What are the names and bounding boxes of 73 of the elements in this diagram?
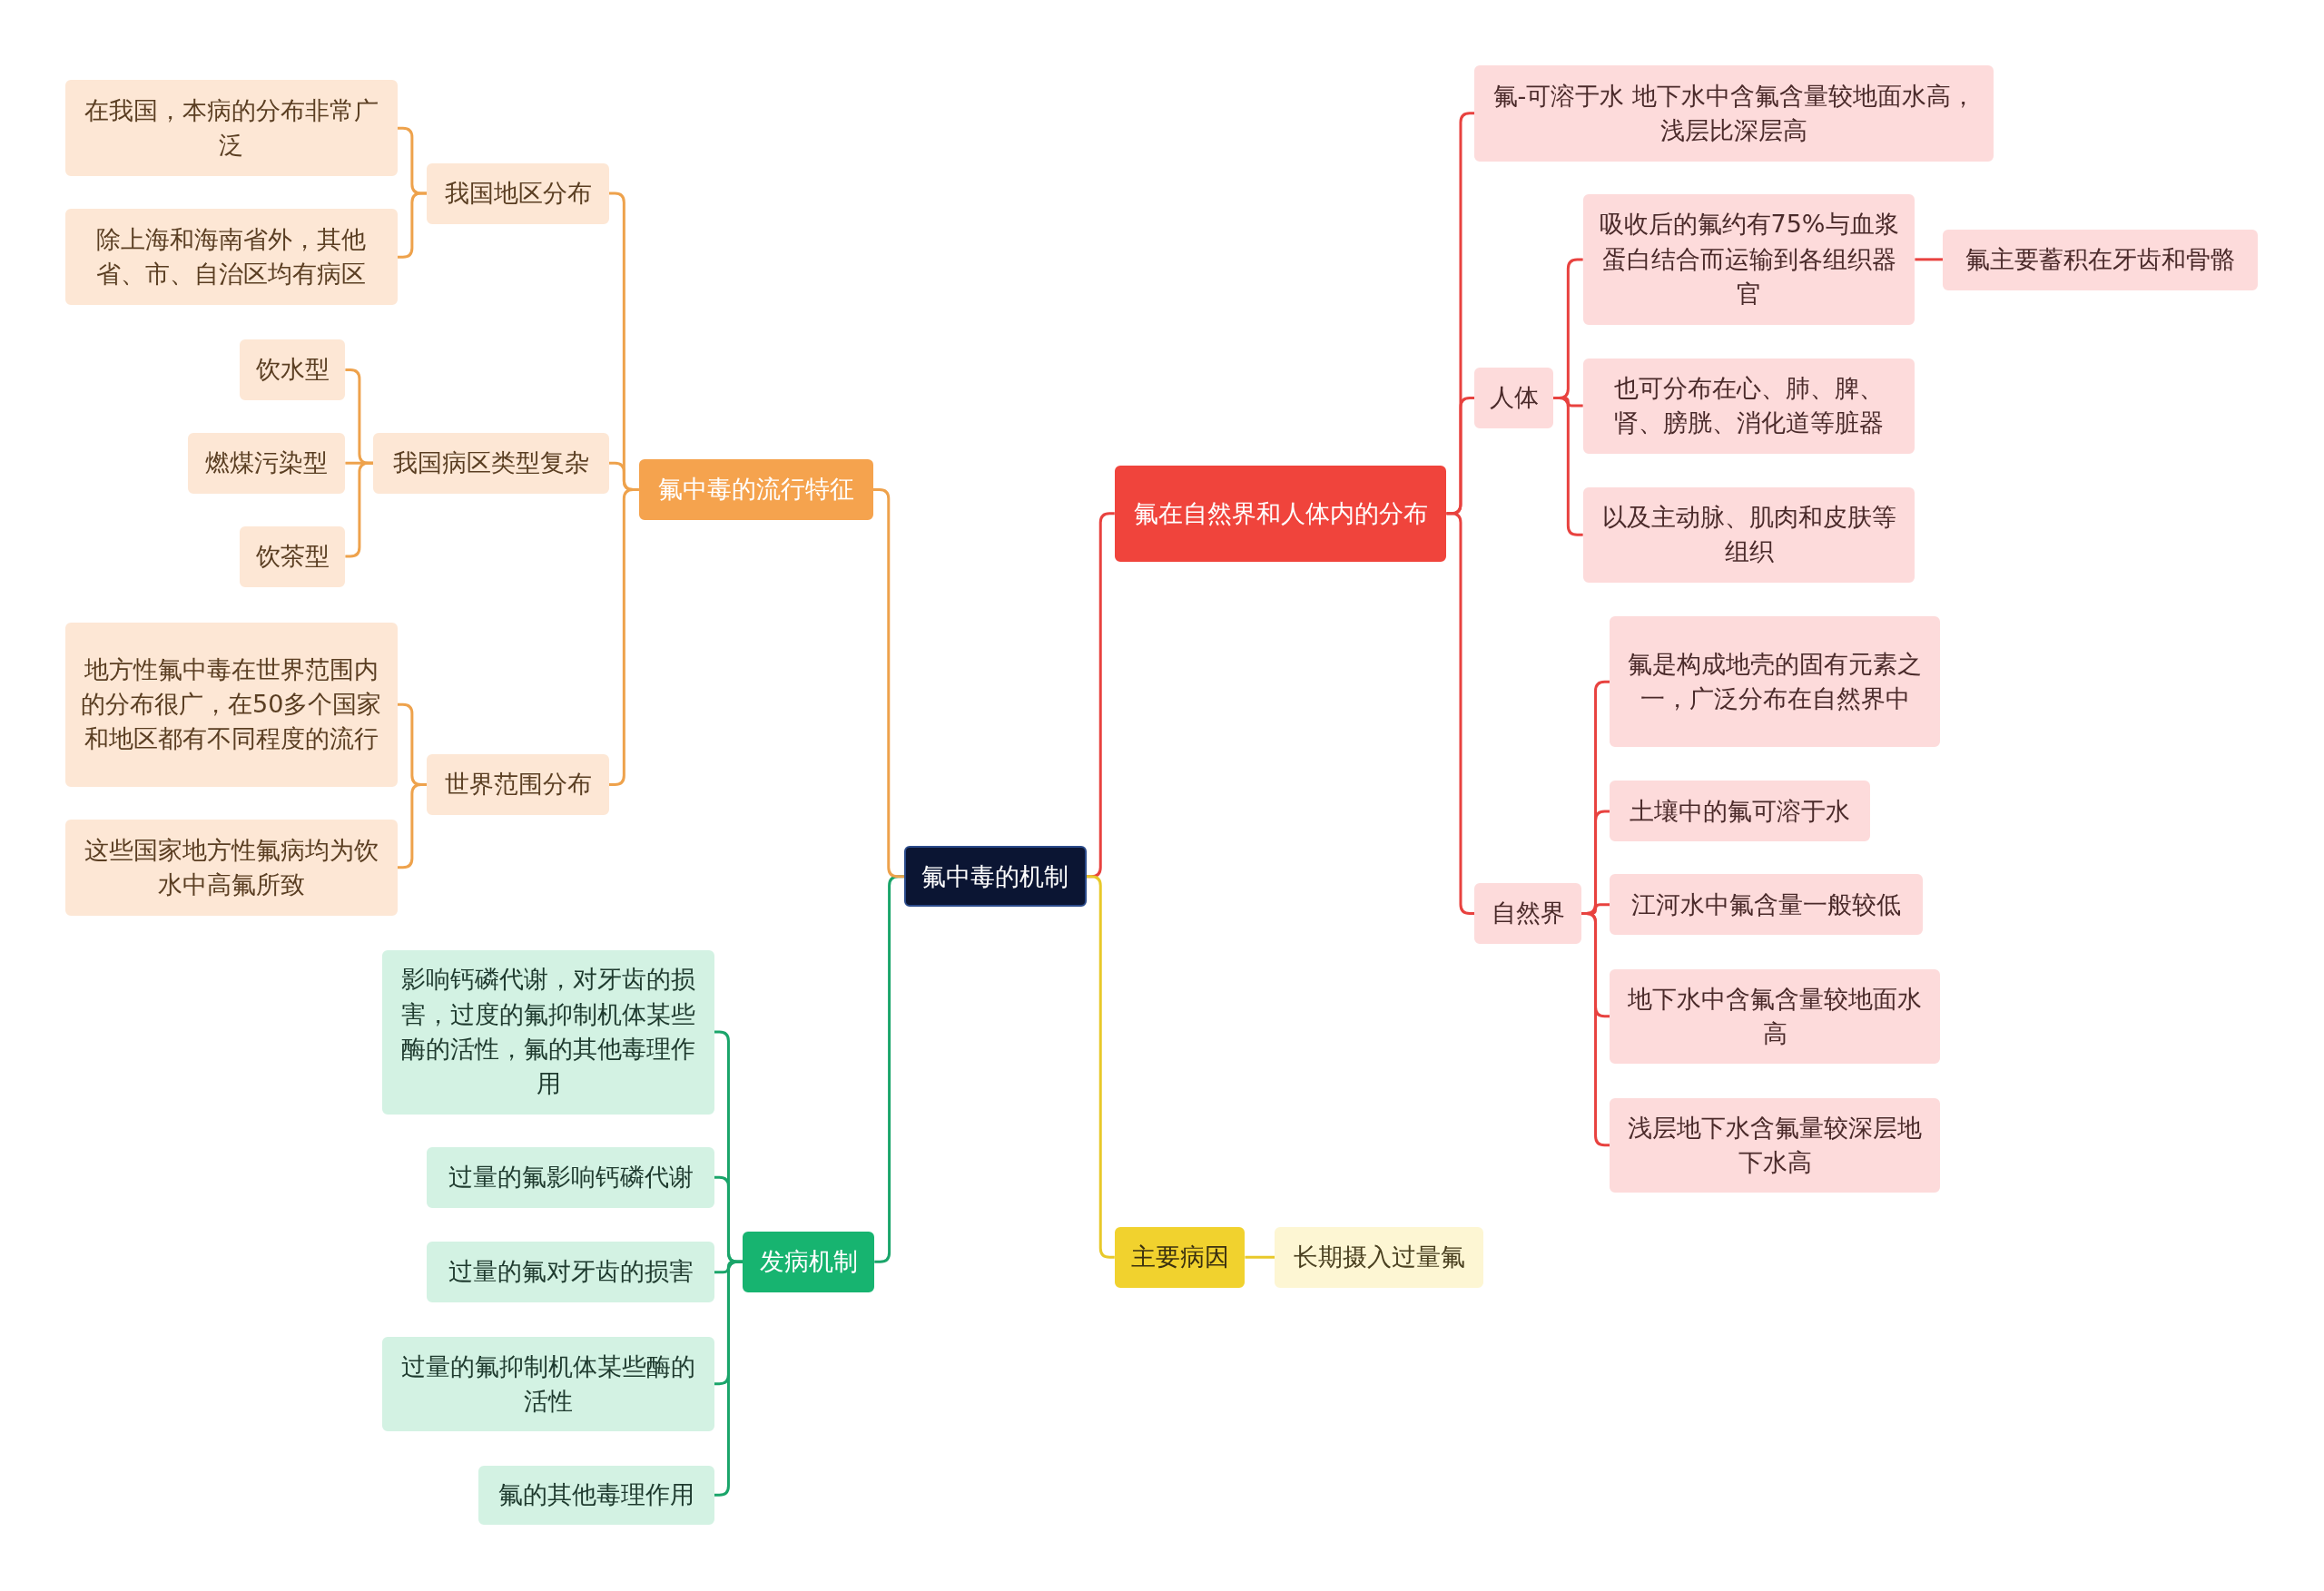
topic-text: 人体 — [1489, 382, 1539, 414]
topic-text: 江河水中氟含量一般较低 — [1630, 889, 1901, 920]
connector-line — [609, 488, 639, 786]
connector-line — [397, 192, 428, 259]
topic-text: 氟中毒的流行特征 — [657, 474, 854, 506]
topic-text: 饮水型 — [255, 354, 330, 386]
topic-text: 过量的氟抑制机体某些酶的活性 — [400, 1350, 697, 1417]
subtopic-box — [427, 1242, 714, 1303]
topic-text: 土壤中的氟可溶于水 — [1630, 795, 1851, 827]
topic-text: 地下水中含氟含量较地面水高 — [1627, 983, 1924, 1049]
subtopic-box — [1582, 487, 1915, 583]
main-topic-box — [1114, 1226, 1246, 1288]
topic-text: 燃煤污染型 — [205, 447, 329, 479]
main-topic-box — [1114, 465, 1447, 562]
topic-text: 地方性氟中毒在世界范围内的分布很广，在50多个国家和地区都有不同程度的流行 — [80, 653, 383, 755]
connector-line — [397, 783, 428, 869]
topic-text: 也可分布在心、肺、脾、肾、膀胱、消化道等脏器 — [1613, 373, 1885, 439]
topic-text: 吸收后的氟约有75%与血浆蛋白结合而运输到各组织器官 — [1598, 209, 1900, 309]
subtopic-box — [1610, 616, 1941, 747]
subtopic-box — [427, 1146, 714, 1208]
central-topic-box — [903, 846, 1087, 908]
topic-text: 以及主动脉、肌肉和皮肤等组织 — [1600, 502, 1897, 568]
subtopic-box — [373, 432, 609, 494]
subtopic-box — [382, 1336, 714, 1432]
subtopic-box — [1943, 230, 2258, 290]
subtopic-box — [1582, 358, 1915, 454]
topic-text: 这些国家地方性氟病均为饮水中高氟所致 — [83, 834, 379, 900]
subtopic-box — [427, 754, 609, 815]
connector-line — [1915, 258, 1944, 261]
subtopic-box — [64, 80, 398, 177]
topic-text: 主要病因 — [1130, 1242, 1229, 1273]
subtopic-box — [1610, 874, 1923, 936]
topic-text: 饮茶型 — [255, 540, 330, 572]
topic-text: 氟的其他毒理作用 — [498, 1479, 695, 1511]
subtopic-box — [240, 525, 346, 587]
subtopic-box — [427, 162, 609, 224]
topic-text: 我国地区分布 — [444, 177, 592, 209]
topic-text: 我国病区类型复杂 — [393, 447, 590, 479]
topic-text: 过量的氟对牙齿的损害 — [448, 1256, 694, 1288]
topic-text: 氟中毒的机制 — [921, 860, 1069, 892]
topic-text: 在我国，本病的分布非常广泛 — [83, 94, 379, 162]
topic-text: 长期摄入过量氟 — [1293, 1242, 1465, 1273]
subtopic-box — [64, 209, 398, 306]
topic-text: 发病机制 — [759, 1246, 858, 1278]
subtopic-box — [1474, 64, 1994, 162]
topic-text: 过量的氟影响钙磷代谢 — [448, 1161, 694, 1193]
subtopic-box — [240, 339, 346, 400]
topic-text: 氟主要蓄积在牙齿和骨骼 — [1965, 244, 2235, 276]
topic-text: 氟在自然界和人体内的分布 — [1133, 497, 1428, 529]
topic-text: 除上海和海南省外，其他省、市、自治区均有病区 — [95, 223, 368, 290]
main-topic-box — [638, 459, 873, 521]
subtopic-box — [382, 949, 714, 1115]
subtopic-box — [64, 819, 398, 916]
subtopic-box — [64, 622, 398, 787]
topic-text: 氟-可溶于水 地下水中含氟含量较地面水高，浅层比深层高 — [1492, 80, 1976, 146]
subtopic-box — [1474, 367, 1553, 428]
subtopic-box — [1610, 1097, 1941, 1193]
connector-line — [872, 488, 904, 879]
subtopic-box — [1474, 883, 1582, 944]
subtopic-box — [1610, 781, 1871, 842]
connector-line — [1553, 396, 1583, 536]
main-topic-box — [742, 1231, 875, 1292]
topic-text: 浅层地下水含氟量较深层地下水高 — [1627, 1112, 1924, 1178]
topic-text: 世界范围分布 — [444, 769, 592, 800]
subtopic-box — [478, 1465, 714, 1525]
connector-line — [1245, 1255, 1275, 1259]
subtopic-box — [188, 432, 346, 494]
topic-text: 影响钙磷代谢，对牙齿的损害，过度的氟抑制机体某些酶的活性，氟的其他毒理作用 — [400, 964, 697, 1100]
subtopic-box — [1610, 968, 1941, 1065]
topic-text: 氟是构成地壳的固有元素之一，广泛分布在自然界中 — [1627, 648, 1924, 714]
topic-text: 自然界 — [1491, 898, 1565, 929]
subtopic-box — [1582, 193, 1915, 325]
subtopic-box — [1275, 1226, 1484, 1288]
